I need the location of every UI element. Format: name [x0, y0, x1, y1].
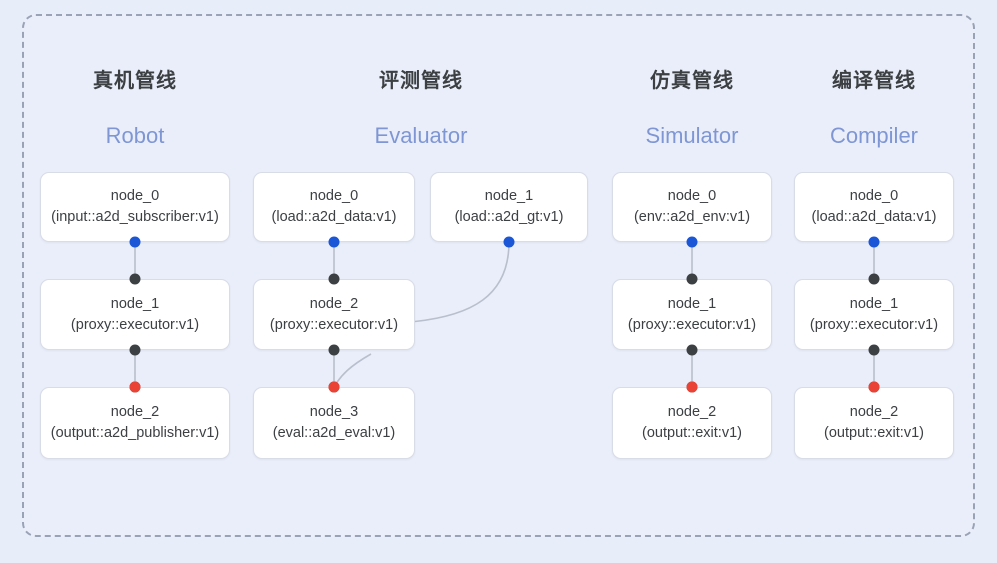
node-name: node_0	[309, 188, 359, 204]
node-box[interactable]: node_2(output::exit:v1)	[794, 387, 954, 459]
node-type: (proxy::executor:v1)	[809, 316, 939, 333]
node-port-output[interactable]	[686, 381, 698, 393]
node-port-input[interactable]	[129, 236, 141, 248]
node-port-outlet[interactable]	[129, 344, 141, 356]
node-type: (output::a2d_publisher:v1)	[50, 425, 220, 441]
node-type: (input::a2d_subscriber:v1)	[51, 209, 219, 225]
node-type: (load::a2d_gt:v1)	[454, 209, 564, 225]
node-name: node_3	[309, 404, 359, 420]
node-name: node_1	[110, 295, 160, 312]
node-type: (eval::a2d_eval:v1)	[272, 425, 396, 441]
node-port-inlet[interactable]	[129, 273, 141, 285]
node-box[interactable]: node_3(eval::a2d_eval:v1)	[253, 387, 415, 459]
node-type: (proxy::executor:v1)	[70, 316, 200, 333]
node-name: node_2	[110, 404, 160, 420]
node-box[interactable]: node_0(load::a2d_data:v1)	[253, 172, 415, 242]
node-port-input[interactable]	[868, 236, 880, 248]
node-port-outlet[interactable]	[868, 344, 880, 356]
node-port-output[interactable]	[328, 381, 340, 393]
node-port-output[interactable]	[129, 381, 141, 393]
column-title-cn-evaluator: 评测管线	[379, 70, 463, 92]
node-port-output[interactable]	[868, 381, 880, 393]
node-name: node_0	[110, 188, 160, 204]
node-name: node_0	[849, 188, 899, 204]
node-box[interactable]: node_1(load::a2d_gt:v1)	[430, 172, 588, 242]
column-title-en-compiler: Compiler	[829, 123, 919, 148]
node-type: (output::exit:v1)	[642, 425, 742, 441]
node-name: node_2	[849, 404, 899, 420]
node-port-input[interactable]	[328, 236, 340, 248]
node-port-input[interactable]	[503, 236, 515, 248]
node-box[interactable]: node_0(input::a2d_subscriber:v1)	[40, 172, 230, 242]
node-box[interactable]: node_2(proxy::executor:v1)	[253, 279, 415, 350]
node-box[interactable]: node_0(load::a2d_data:v1)	[794, 172, 954, 242]
node-name: node_2	[667, 404, 717, 420]
node-port-inlet[interactable]	[868, 273, 880, 285]
node-type: (env::a2d_env:v1)	[633, 209, 751, 225]
node-name: node_2	[309, 295, 359, 312]
node-name: node_1	[667, 295, 717, 312]
node-name: node_0	[667, 188, 717, 204]
column-title-cn-robot: 真机管线	[93, 70, 177, 92]
node-type: (proxy::executor:v1)	[627, 316, 757, 333]
node-port-input[interactable]	[686, 236, 698, 248]
node-port-outlet[interactable]	[328, 344, 340, 356]
column-title-cn-compiler: 编译管线	[832, 70, 916, 92]
node-name: node_1	[849, 295, 899, 312]
node-type: (load::a2d_data:v1)	[811, 209, 937, 225]
node-type: (load::a2d_data:v1)	[271, 209, 397, 225]
column-title-cn-simulator: 仿真管线	[650, 70, 734, 92]
column-title-en-evaluator: Evaluator	[374, 123, 468, 148]
node-type: (output::exit:v1)	[824, 425, 924, 441]
node-port-outlet[interactable]	[686, 344, 698, 356]
node-box[interactable]: node_1(proxy::executor:v1)	[612, 279, 772, 350]
node-box[interactable]: node_1(proxy::executor:v1)	[40, 279, 230, 350]
node-port-inlet[interactable]	[686, 273, 698, 285]
node-box[interactable]: node_0(env::a2d_env:v1)	[612, 172, 772, 242]
node-box[interactable]: node_2(output::a2d_publisher:v1)	[40, 387, 230, 459]
node-name: node_1	[484, 188, 534, 204]
node-box[interactable]: node_2(output::exit:v1)	[612, 387, 772, 459]
node-box[interactable]: node_1(proxy::executor:v1)	[794, 279, 954, 350]
column-title-en-simulator: Simulator	[645, 123, 739, 148]
column-title-en-robot: Robot	[105, 123, 165, 148]
node-port-inlet[interactable]	[328, 273, 340, 285]
node-type: (proxy::executor:v1)	[269, 316, 399, 333]
